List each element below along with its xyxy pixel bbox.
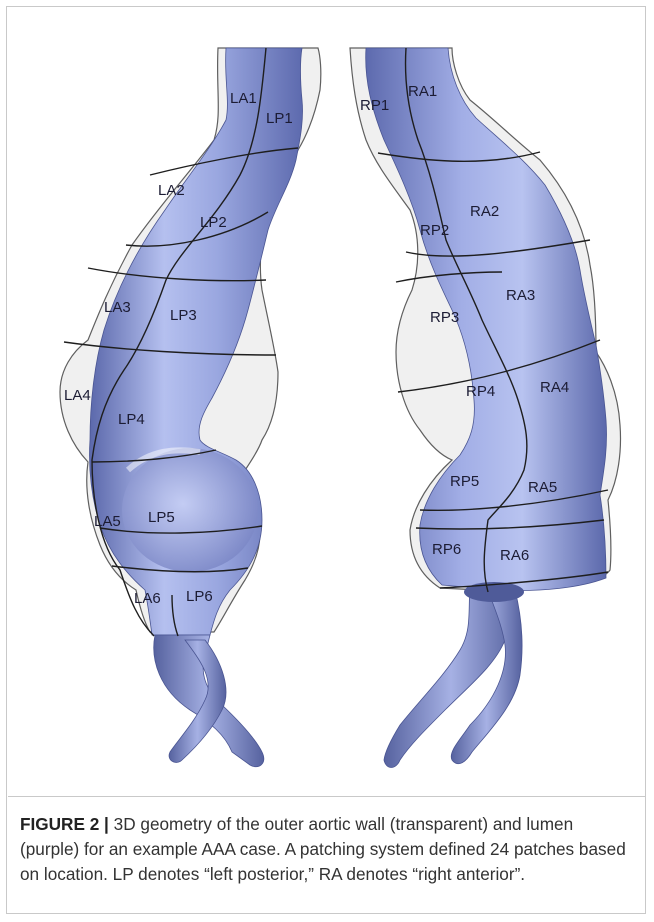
patch-label: LA5: [94, 513, 121, 530]
patch-label: LP3: [170, 307, 197, 324]
patch-label: LP5: [148, 509, 175, 526]
patch-label: RA1: [408, 83, 437, 100]
figure-caption: FIGURE 2 | 3D geometry of the outer aort…: [20, 812, 636, 887]
patch-label: LP2: [200, 214, 227, 231]
left-aneurysm-sac: [122, 448, 258, 572]
patch-label: LA3: [104, 299, 131, 316]
right-aorta-view: RP1 RA1 RP2 RA2 RP3 RA3 RP4 RA4 RP5 RA5 …: [350, 48, 621, 768]
patch-label: LA6: [134, 590, 161, 607]
patch-label: LA4: [64, 387, 91, 404]
patch-label: RA6: [500, 547, 529, 564]
patch-label: RA2: [470, 203, 499, 220]
patch-label: RP6: [432, 541, 461, 558]
patch-label: LP6: [186, 588, 213, 605]
patch-label: RA4: [540, 379, 569, 396]
figure-label: FIGURE 2 |: [20, 814, 109, 834]
patch-label: RA3: [506, 287, 535, 304]
patch-label: RP1: [360, 97, 389, 114]
patch-label: LA1: [230, 90, 257, 107]
caption-divider: [8, 796, 646, 797]
figure-caption-text: 3D geometry of the outer aortic wall (tr…: [20, 814, 626, 884]
patch-label: RP3: [430, 309, 459, 326]
patch-label: LP1: [266, 110, 293, 127]
aorta-figure: LA1 LP1 LA2 LP2 LA3 LP3 LA4 LP4 LA5 LP5 …: [0, 0, 654, 790]
patch-label: LA2: [158, 182, 185, 199]
patch-label: RP2: [420, 222, 449, 239]
left-aorta-view: LA1 LP1 LA2 LP2 LA3 LP3 LA4 LP4 LA5 LP5 …: [60, 48, 321, 767]
patch-label: LP4: [118, 411, 145, 428]
patch-label: RA5: [528, 479, 557, 496]
patch-label: RP4: [466, 383, 495, 400]
patch-label: RP5: [450, 473, 479, 490]
